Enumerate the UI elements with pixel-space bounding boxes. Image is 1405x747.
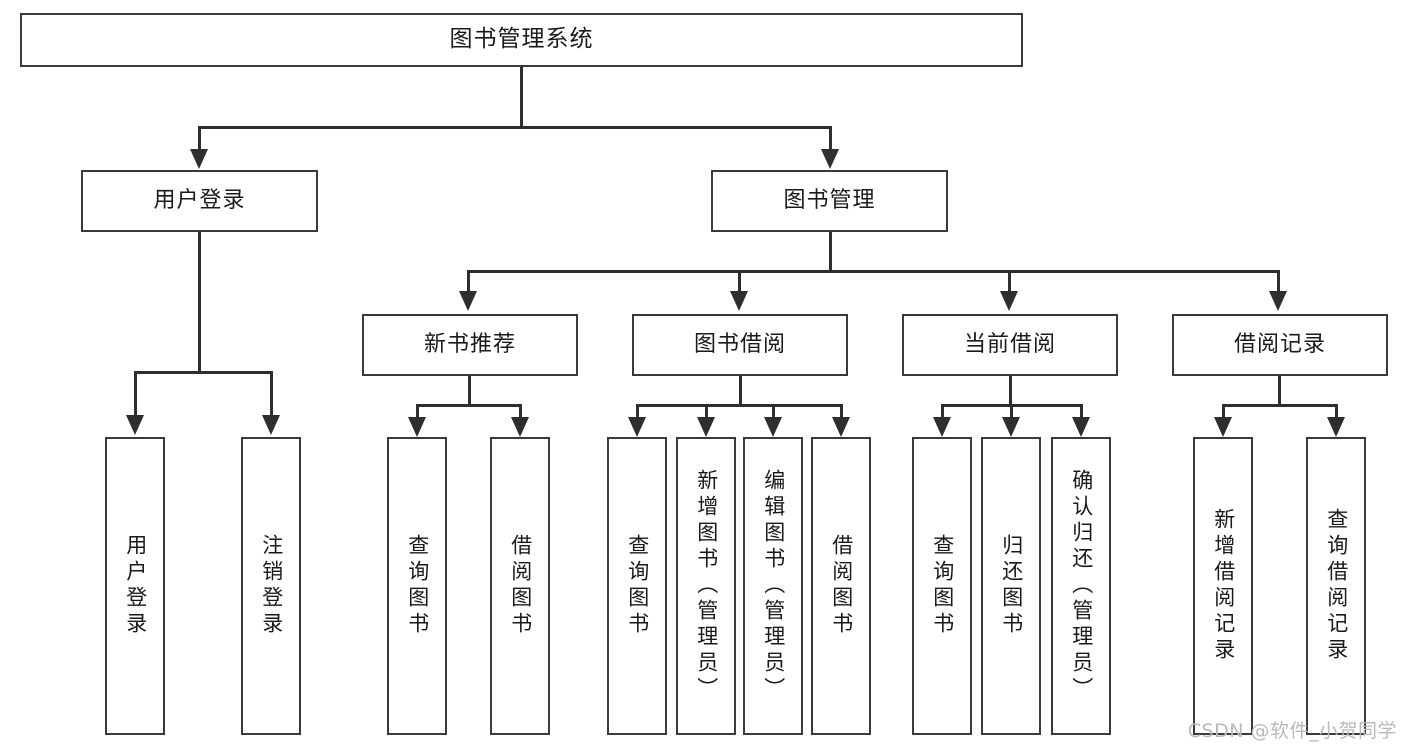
node-label: 用户登录 bbox=[123, 534, 148, 638]
node-leaf-logout[interactable]: 注销登录 bbox=[241, 437, 301, 735]
connector-book-manage-bus bbox=[467, 270, 1279, 273]
arrowhead-leaf-book-borrow-4 bbox=[832, 417, 850, 437]
node-label: 图书管理 bbox=[783, 187, 876, 213]
connector-drop-current-borrow-1 bbox=[941, 404, 944, 418]
arrowhead-leaf-book-borrow-2 bbox=[697, 417, 715, 437]
connector-drop-borrow-record-1 bbox=[1222, 404, 1225, 418]
arrowhead-leaf-new-book-2 bbox=[511, 417, 529, 437]
connector-user-login-stem bbox=[198, 232, 201, 373]
node-leaf-query-borrow-record[interactable]: 查询借阅记录 bbox=[1306, 437, 1366, 735]
arrowhead-leaf-user-login-2 bbox=[262, 415, 280, 435]
node-label: 新书推荐 bbox=[423, 331, 516, 357]
node-label: 注销登录 bbox=[259, 534, 284, 638]
node-label: 确认归还（管理员） bbox=[1069, 469, 1094, 703]
arrowhead-leaf-current-borrow-3 bbox=[1072, 417, 1090, 437]
arrowhead-leaf-current-borrow-1 bbox=[933, 417, 951, 437]
node-label: 图书借阅 bbox=[693, 331, 786, 357]
connector-root-bus bbox=[198, 126, 832, 129]
connector-book-borrow-stem bbox=[739, 376, 742, 406]
connector-drop-user-login-1 bbox=[134, 371, 137, 416]
connector-drop-book-borrow-3 bbox=[772, 404, 775, 418]
node-new-book-recommend[interactable]: 新书推荐 bbox=[362, 314, 578, 376]
node-label: 图书管理系统 bbox=[449, 26, 594, 53]
node-book-management[interactable]: 图书管理 bbox=[711, 170, 948, 232]
connector-book-manage-stem bbox=[829, 232, 832, 272]
arrowhead-book-manage bbox=[821, 149, 839, 169]
node-current-borrow[interactable]: 当前借阅 bbox=[902, 314, 1118, 376]
arrowhead-leaf-user-login-1 bbox=[126, 415, 144, 435]
node-label: 新增借阅记录 bbox=[1211, 508, 1236, 664]
connector-book-borrow-bus bbox=[636, 404, 843, 407]
arrowhead-book-borrow bbox=[730, 291, 748, 311]
connector-drop-book-borrow-4 bbox=[840, 404, 843, 418]
arrowhead-borrow-record bbox=[1269, 291, 1287, 311]
node-leaf-return-book[interactable]: 归还图书 bbox=[981, 437, 1041, 735]
node-leaf-edit-book-admin[interactable]: 编辑图书（管理员） bbox=[743, 437, 803, 735]
connector-root-drop-book-manage bbox=[829, 126, 832, 150]
watermark-text: CSDN @软件_小贺同学 bbox=[1187, 720, 1397, 742]
connector-drop-current-borrow bbox=[1008, 270, 1011, 292]
arrowhead-leaf-borrow-record-1 bbox=[1214, 417, 1232, 437]
connector-borrow-record-bus bbox=[1222, 404, 1338, 407]
connector-new-book-stem bbox=[468, 376, 471, 406]
node-label: 新增图书（管理员） bbox=[694, 469, 719, 703]
connector-drop-new-book-1 bbox=[416, 404, 419, 418]
arrowhead-leaf-borrow-record-2 bbox=[1327, 417, 1345, 437]
connector-drop-borrow-record-2 bbox=[1335, 404, 1338, 418]
node-leaf-user-login[interactable]: 用户登录 bbox=[105, 437, 165, 735]
node-leaf-query-book-recommend[interactable]: 查询图书 bbox=[387, 437, 447, 735]
connector-root-drop-user-login bbox=[198, 126, 201, 150]
node-label: 借阅记录 bbox=[1233, 331, 1326, 357]
connector-drop-user-login-2 bbox=[270, 371, 273, 416]
node-label: 借阅图书 bbox=[508, 534, 533, 638]
connector-drop-current-borrow-3 bbox=[1080, 404, 1083, 418]
arrowhead-leaf-book-borrow-3 bbox=[764, 417, 782, 437]
node-leaf-query-book-borrow[interactable]: 查询图书 bbox=[607, 437, 667, 735]
node-label: 编辑图书（管理员） bbox=[761, 469, 786, 703]
arrowhead-user-login bbox=[190, 149, 208, 169]
node-borrow-record[interactable]: 借阅记录 bbox=[1172, 314, 1388, 376]
node-book-borrow[interactable]: 图书借阅 bbox=[632, 314, 848, 376]
node-user-login[interactable]: 用户登录 bbox=[81, 170, 318, 232]
node-leaf-query-book-current[interactable]: 查询图书 bbox=[912, 437, 972, 735]
node-label: 查询图书 bbox=[405, 534, 430, 638]
connector-drop-new-book-2 bbox=[519, 404, 522, 418]
connector-new-book-bus bbox=[416, 404, 522, 407]
node-leaf-add-borrow-record[interactable]: 新增借阅记录 bbox=[1193, 437, 1253, 735]
connector-drop-current-borrow-2 bbox=[1010, 404, 1013, 418]
node-leaf-confirm-return-admin[interactable]: 确认归还（管理员） bbox=[1051, 437, 1111, 735]
arrowhead-current-borrow bbox=[1000, 291, 1018, 311]
node-label: 查询借阅记录 bbox=[1324, 508, 1349, 664]
arrowhead-leaf-current-borrow-2 bbox=[1002, 417, 1020, 437]
node-label: 查询图书 bbox=[930, 534, 955, 638]
node-leaf-borrow-book-recommend[interactable]: 借阅图书 bbox=[490, 437, 550, 735]
node-leaf-add-book-admin[interactable]: 新增图书（管理员） bbox=[676, 437, 736, 735]
connector-drop-book-borrow-2 bbox=[705, 404, 708, 418]
node-label: 查询图书 bbox=[625, 534, 650, 638]
connector-drop-book-borrow-1 bbox=[636, 404, 639, 418]
connector-user-login-bus bbox=[134, 371, 272, 374]
node-label: 用户登录 bbox=[153, 187, 246, 213]
arrowhead-leaf-book-borrow-1 bbox=[628, 417, 646, 437]
arrowhead-new-book-recommend bbox=[459, 291, 477, 311]
connector-drop-book-borrow bbox=[738, 270, 741, 292]
node-label: 当前借阅 bbox=[963, 331, 1056, 357]
connector-root-stem bbox=[520, 67, 523, 126]
node-label: 借阅图书 bbox=[829, 534, 854, 638]
connector-drop-borrow-record bbox=[1277, 270, 1280, 292]
node-label: 归还图书 bbox=[999, 534, 1024, 638]
node-root-book-management-system[interactable]: 图书管理系统 bbox=[20, 13, 1023, 67]
connector-drop-new-book bbox=[467, 270, 470, 292]
connector-current-borrow-stem bbox=[1009, 376, 1012, 406]
node-leaf-borrow-book[interactable]: 借阅图书 bbox=[811, 437, 871, 735]
arrowhead-leaf-new-book-1 bbox=[408, 417, 426, 437]
connector-borrow-record-stem bbox=[1278, 376, 1281, 406]
